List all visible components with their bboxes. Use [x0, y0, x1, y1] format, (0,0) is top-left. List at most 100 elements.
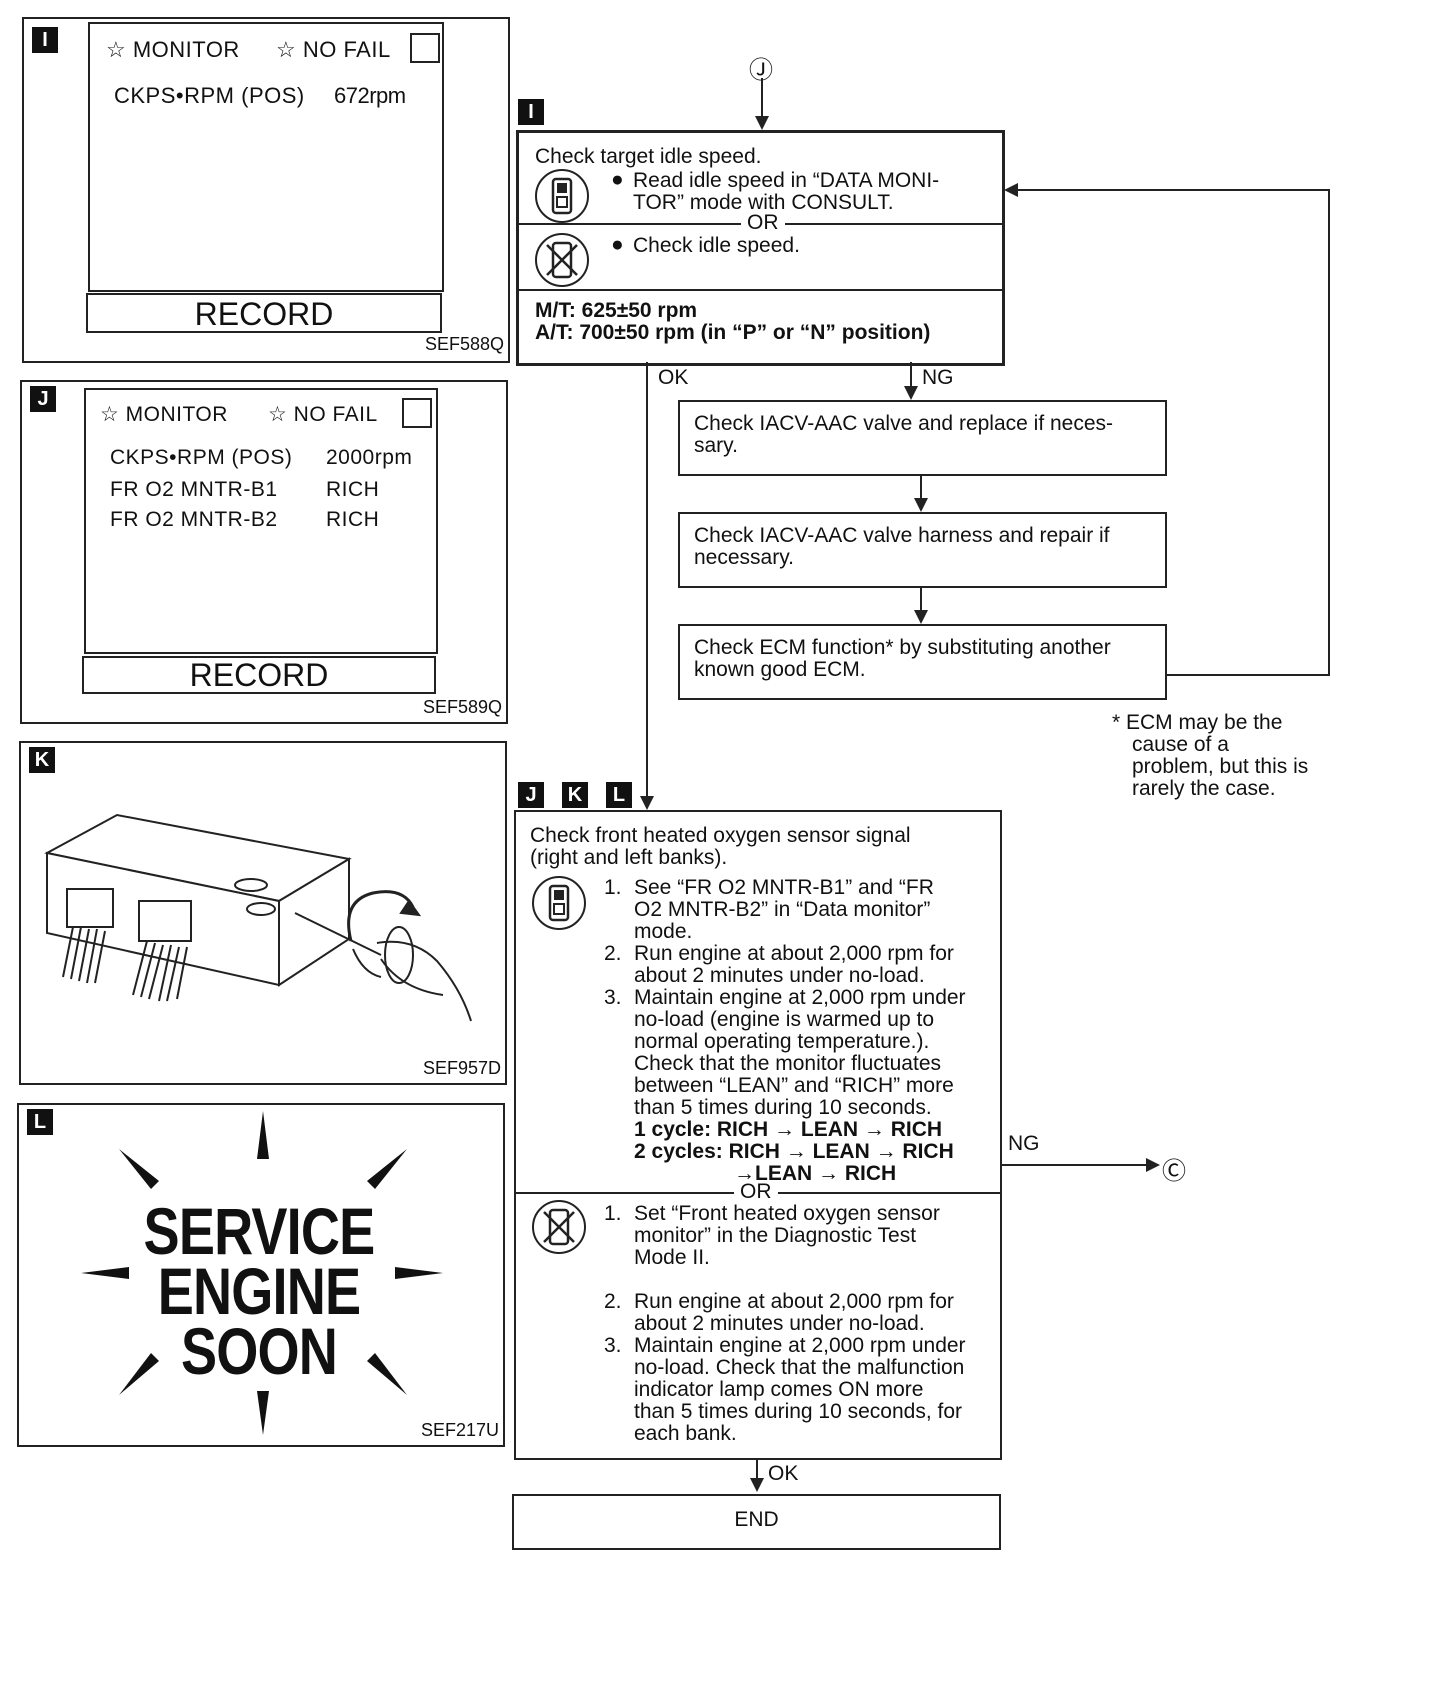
figure-code: SEF588Q	[424, 334, 504, 354]
panel-i-monitor: I ☆ MONITOR ☆ NO FAIL CKPS•RPM (POS) 672…	[22, 17, 510, 363]
consult-text: Read idle speed in “DATA MONI-	[633, 169, 940, 192]
figure-code: SEF589Q	[422, 697, 502, 717]
step-tag: I	[518, 99, 544, 125]
box-text: Check ECM function* by substituting anot…	[694, 636, 1111, 659]
step-line: indicator lamp comes ON more	[634, 1378, 924, 1401]
ng-box-replace-iacv: Check IACV-AAC valve and replace if nece…	[678, 400, 1167, 476]
box-text: Check IACV-AAC valve harness and repair …	[694, 524, 1110, 547]
arrow-down	[750, 1478, 764, 1492]
arrow-down	[914, 498, 928, 512]
step-line: Maintain engine at 2,000 rpm under	[634, 986, 966, 1009]
step-number: 3.	[604, 986, 622, 1009]
box-text: Check IACV-AAC valve and replace if nece…	[694, 412, 1114, 435]
ok-label: OK	[658, 366, 689, 389]
flow-line	[761, 78, 763, 116]
row-value: RICH	[326, 478, 380, 501]
spec-at: A/T: 700±50 rpm (in “P” or “N” position)	[535, 321, 931, 344]
step-number: 3.	[604, 1334, 622, 1357]
or-label: OR	[741, 211, 785, 235]
panel-tag: L	[27, 1109, 53, 1135]
flow-line	[756, 1458, 758, 1478]
arrow-down	[755, 116, 769, 130]
step-title: Check target idle speed.	[535, 145, 762, 168]
monitor-label: ☆ MONITOR	[106, 37, 240, 62]
no-fail-label: ☆ NO FAIL	[268, 403, 378, 426]
step-line: Run engine at about 2,000 rpm for	[634, 942, 954, 965]
end-box: END	[512, 1494, 1001, 1550]
footnote: problem, but this is	[1132, 755, 1309, 778]
step-line: no-load (engine is warmed up to	[634, 1008, 935, 1031]
monitor-label: ☆ MONITOR	[100, 403, 228, 426]
step-tag: J	[518, 782, 544, 808]
row-value: RICH	[326, 508, 380, 531]
flow-line	[1328, 189, 1330, 676]
row-label: CKPS•RPM (POS)	[110, 446, 293, 469]
arrow-down	[904, 386, 918, 400]
ng-label: NG	[1008, 1132, 1040, 1155]
row-value: 2000rpm	[326, 446, 413, 469]
panel-tag: I	[32, 27, 58, 53]
step-tag: K	[562, 782, 588, 808]
step-title: Check front heated oxygen sensor signal	[530, 824, 911, 847]
cycle-2: 2 cycles: RICH → LEAN → RICH	[634, 1140, 954, 1163]
footnote: * ECM may be the	[1112, 711, 1283, 734]
row-value: 672rpm	[334, 83, 406, 108]
end-label: END	[734, 1508, 779, 1531]
arrow-left	[1004, 183, 1018, 197]
bullet: ●	[611, 168, 624, 191]
lamp-text-engine: ENGINE	[157, 1254, 361, 1328]
arrow-right	[1146, 1158, 1160, 1172]
step-line: than 5 times during 10 seconds.	[634, 1096, 932, 1119]
step-line: Maintain engine at 2,000 rpm under	[634, 1334, 966, 1357]
consult-icon	[532, 876, 586, 930]
row-label: CKPS•RPM (POS)	[114, 83, 305, 108]
ecm-screwdriver-illustration	[44, 813, 472, 1022]
checkbox	[402, 398, 432, 428]
no-consult-text: Check idle speed.	[633, 234, 800, 257]
consult-text: TOR” mode with CONSULT.	[633, 191, 894, 214]
cycle-2-cont: →LEAN → RICH	[734, 1162, 897, 1185]
box-text: necessary.	[694, 546, 794, 569]
figure-code: SEF217U	[420, 1420, 499, 1440]
monitor-screen	[84, 388, 438, 654]
step-line: monitor” in the Diagnostic Test	[634, 1224, 917, 1247]
flow-line	[920, 474, 922, 500]
figure-code: SEF957D	[422, 1058, 501, 1078]
lamp-text-soon: SOON	[180, 1314, 338, 1388]
step-i-box: Check target idle speed. ● Read idle spe…	[516, 130, 1005, 366]
row-label: FR O2 MNTR-B2	[110, 508, 278, 531]
panel-l-mil: L SERVICE ENGINE SOON SEF217U	[17, 1103, 505, 1447]
step-line: about 2 minutes under no-load.	[634, 964, 925, 987]
light-rays-icon	[81, 1111, 443, 1435]
record-button: RECORD	[86, 293, 442, 333]
step-line: about 2 minutes under no-load.	[634, 1312, 925, 1335]
step-line: Check that the monitor fluctuates	[634, 1052, 941, 1075]
step-line: Set “Front heated oxygen sensor	[634, 1202, 940, 1225]
no-consult-icon	[535, 233, 589, 287]
footnote: rarely the case.	[1132, 777, 1276, 800]
bullet: ●	[611, 233, 624, 256]
box-text: sary.	[694, 434, 738, 457]
step-number: 2.	[604, 942, 622, 965]
step-number: 2.	[604, 1290, 622, 1313]
footnote: cause of a	[1132, 733, 1229, 756]
step-line: Mode II.	[634, 1246, 710, 1269]
step-line: mode.	[634, 920, 693, 943]
panel-tag: K	[29, 747, 55, 773]
connector-c: Ⓒ	[1162, 1158, 1186, 1185]
step-number: 1.	[604, 876, 622, 899]
panel-j-monitor: J ☆ MONITOR ☆ NO FAIL CKPS•RPM (POS) 200…	[20, 380, 508, 724]
panel-k-ecm: K SEF957D	[19, 741, 507, 1085]
step-line: than 5 times during 10 seconds, for	[634, 1400, 963, 1423]
step-line: Run engine at about 2,000 rpm for	[634, 1290, 954, 1313]
arrow-down	[640, 796, 654, 810]
step-line: between “LEAN” and “RICH” more	[634, 1074, 954, 1097]
arrow-down	[914, 610, 928, 624]
record-button: RECORD	[82, 656, 436, 694]
or-label: OR	[734, 1180, 778, 1204]
flow-line	[920, 586, 922, 612]
lamp-text-service: SERVICE	[143, 1194, 376, 1268]
ng-box-ecm: Check ECM function* by substituting anot…	[678, 624, 1167, 700]
ng-box-harness: Check IACV-AAC valve harness and repair …	[678, 512, 1167, 588]
step-title: (right and left banks).	[530, 846, 728, 869]
